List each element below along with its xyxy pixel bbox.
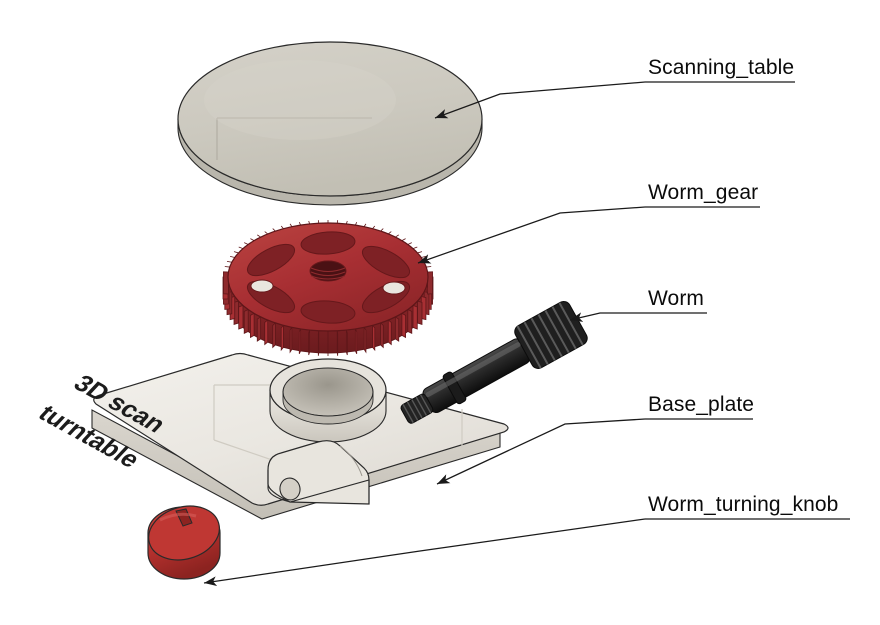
worm-collar	[442, 371, 467, 405]
worm-gear-center-thread	[309, 260, 347, 282]
part-worm-gear[interactable]	[222, 220, 434, 356]
leader-lines-group	[203, 81, 850, 586]
worm-thread-tip	[400, 393, 434, 424]
label-worm-gear[interactable]: Worm_gear	[648, 181, 759, 204]
scanning-table-reference-lines	[216, 117, 372, 160]
leader-line-worm-turning-knob	[203, 518, 646, 586]
label-scanning-table[interactable]: Scanning_table	[648, 56, 795, 79]
leader-line-worm-gear	[417, 206, 646, 264]
base-plate-bearing-block	[267, 440, 370, 505]
part-worm-turning-knob[interactable]	[142, 498, 226, 580]
scanning-table-top	[177, 41, 483, 197]
knob-top-face	[148, 505, 220, 561]
part-worm[interactable]	[393, 299, 589, 437]
label-worm[interactable]: Worm	[648, 287, 705, 310]
worm-gear-through-hole-left	[250, 279, 274, 293]
leader-line-worm	[569, 312, 645, 322]
leader-line-base-plate	[436, 418, 646, 485]
base-plate-boss	[269, 358, 387, 443]
knob-highlight	[159, 512, 197, 522]
leader-line-scanning-table	[434, 81, 646, 119]
label-worm-turning-knob[interactable]: Worm_turning_knob	[648, 493, 839, 516]
part-scanning-table[interactable]	[177, 41, 483, 206]
worm-gear-through-hole-right	[382, 281, 406, 295]
part-base-plate[interactable]	[91, 352, 509, 520]
label-base-plate[interactable]: Base_plate	[648, 393, 755, 416]
worm-gear-teeth	[222, 220, 434, 356]
worm-highlight	[425, 342, 521, 398]
scanning-table-highlight	[204, 60, 396, 140]
